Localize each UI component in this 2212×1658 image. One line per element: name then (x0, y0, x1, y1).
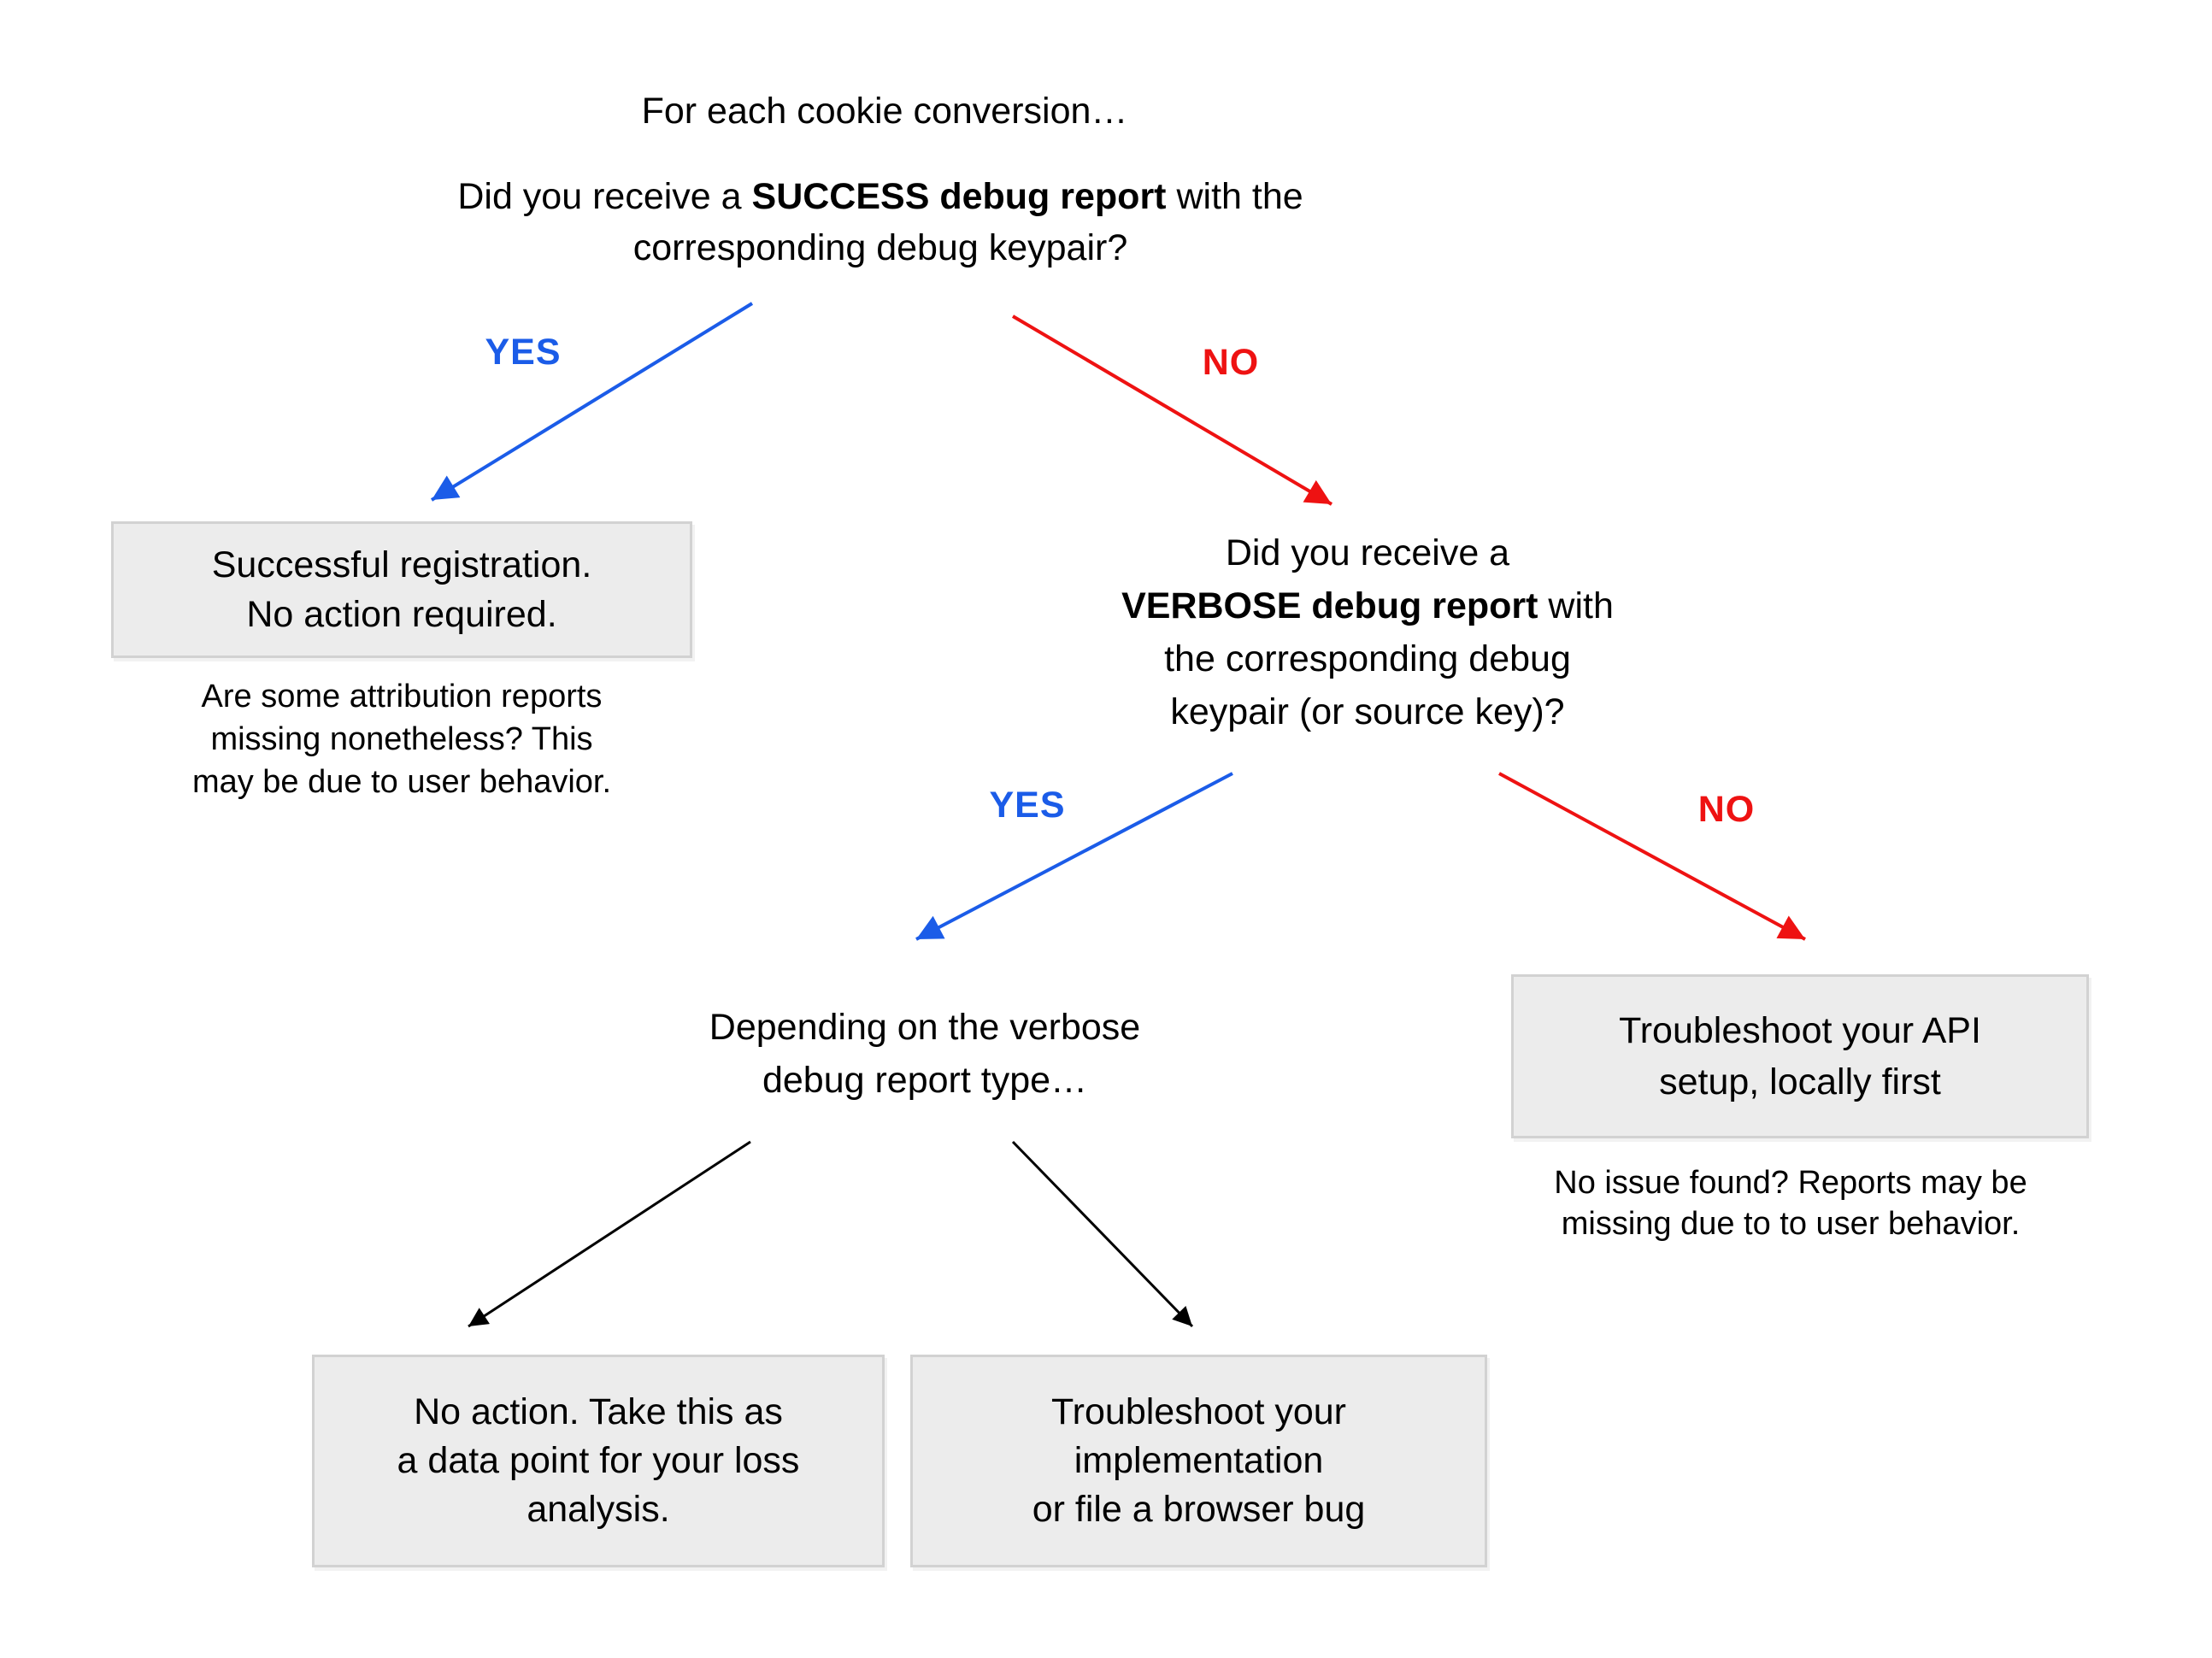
no-arrow-1 (1011, 315, 1333, 506)
root-question-line1-bold: SUCCESS debug report (751, 176, 1167, 217)
yes-arrow-2 (915, 772, 1233, 941)
outcome-arrow-right (1011, 1140, 1194, 1328)
no-label-2: NO (1697, 789, 1756, 830)
depending-heading-text: Depending on the verbose debug report ty… (709, 1001, 1140, 1107)
attribution-note-text: Are some attribution reports missing non… (192, 675, 611, 803)
yes-label-1: YES (485, 332, 562, 373)
troubleshoot-api-line2: setup, locally first (1659, 1061, 1941, 1102)
no-issue-note-line1: No issue found? Reports may be (1554, 1165, 2027, 1201)
attribution-note-line2: missing nonetheless? This (210, 721, 593, 757)
no-issue-note-line2: missing due to to user behavior. (1561, 1206, 2021, 1242)
loss-analysis-line3: analysis. (527, 1489, 670, 1530)
root-question-line2: corresponding debug keypair? (632, 227, 1128, 268)
root-question-line1-post: with the (1166, 176, 1303, 217)
loss-analysis-line1: No action. Take this as (414, 1391, 783, 1432)
verbose-question-line3: the corresponding debug (1164, 638, 1571, 679)
depending-heading-line1: Depending on the verbose (709, 1007, 1141, 1048)
verbose-question-text: Did you receive a VERBOSE debug report w… (1121, 526, 1614, 738)
attribution-note-line1: Are some attribution reports (201, 679, 603, 714)
no-arrow-2 (1498, 772, 1806, 941)
outcome-arrow-left (468, 1140, 751, 1328)
yes-label-2: YES (989, 785, 1066, 826)
success-registration-box: Successful registration. No action requi… (111, 521, 692, 658)
troubleshoot-api-line1: Troubleshoot your API (1619, 1010, 1981, 1051)
loss-analysis-box: No action. Take this as a data point for… (312, 1355, 885, 1567)
troubleshoot-implementation-box: Troubleshoot your implementation or file… (910, 1355, 1487, 1567)
troubleshoot-implementation-line3: or file a browser bug (1032, 1489, 1366, 1530)
verbose-question-line2-bold: VERBOSE debug report (1121, 585, 1538, 626)
verbose-question-line1: Did you receive a (1225, 532, 1510, 573)
no-issue-note-text: No issue found? Reports may be missing d… (1554, 1162, 2027, 1244)
no-label-1: NO (1202, 342, 1260, 383)
attribution-note-line3: may be due to user behavior. (191, 764, 612, 800)
root-question-text: Did you receive a SUCCESS debug report w… (457, 171, 1303, 273)
troubleshoot-implementation-line1: Troubleshoot your (1051, 1391, 1346, 1432)
verbose-question-line2-post: with (1538, 585, 1614, 626)
troubleshoot-api-box: Troubleshoot your API setup, locally fir… (1511, 974, 2089, 1138)
root-question-line1-pre: Did you receive a (457, 176, 752, 217)
success-registration-line2: No action required. (246, 594, 557, 635)
success-registration-line1: Successful registration. (211, 544, 592, 585)
depending-heading-line2: debug report type… (762, 1060, 1088, 1101)
loss-analysis-line2: a data point for your loss (397, 1440, 800, 1481)
verbose-question-line2: VERBOSE debug report with (1121, 579, 1614, 632)
yes-arrow-1 (430, 302, 754, 502)
root-intro-text: For each cookie conversion… (641, 91, 1128, 132)
root-question-line1: Did you receive a SUCCESS debug report w… (457, 171, 1303, 222)
verbose-question-line4: keypair (or source key)? (1170, 691, 1565, 732)
troubleshoot-implementation-line2: implementation (1074, 1440, 1324, 1481)
